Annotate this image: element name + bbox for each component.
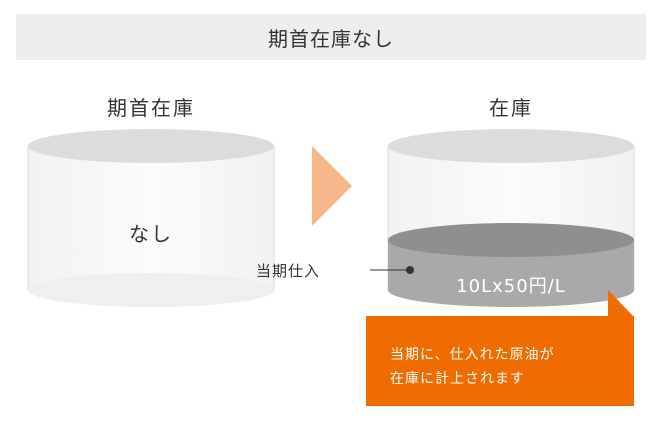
- left-cylinder-content: なし: [129, 222, 173, 246]
- left-cylinder-bottom: [28, 273, 274, 307]
- purchase-label: 当期仕入: [256, 262, 321, 280]
- stock-layer-top: [388, 223, 634, 257]
- purchase-value: 10Lx50円/L: [456, 276, 566, 297]
- right-cylinder-label: 在庫: [489, 96, 533, 120]
- flow-arrow: [312, 146, 352, 226]
- left-cylinder-label: 期首在庫: [107, 96, 195, 120]
- stock-layer: [388, 223, 634, 307]
- note-line-2: 在庫に計上されます: [390, 371, 525, 387]
- right-cylinder-top: [388, 129, 634, 163]
- left-cylinder-top: [28, 129, 274, 163]
- note-pointer: [608, 290, 634, 317]
- diagram-title: 期首在庫なし: [16, 14, 646, 60]
- stock-layer-body: [388, 240, 634, 307]
- note-callout: 当期に、仕入れた原油が 在庫に計上されます: [366, 316, 634, 406]
- purchase-leader-dot: [406, 266, 414, 274]
- left-cylinder: [27, 129, 275, 307]
- left-cylinder-body: [28, 146, 274, 307]
- note-line-1: 当期に、仕入れた原油が: [390, 347, 555, 363]
